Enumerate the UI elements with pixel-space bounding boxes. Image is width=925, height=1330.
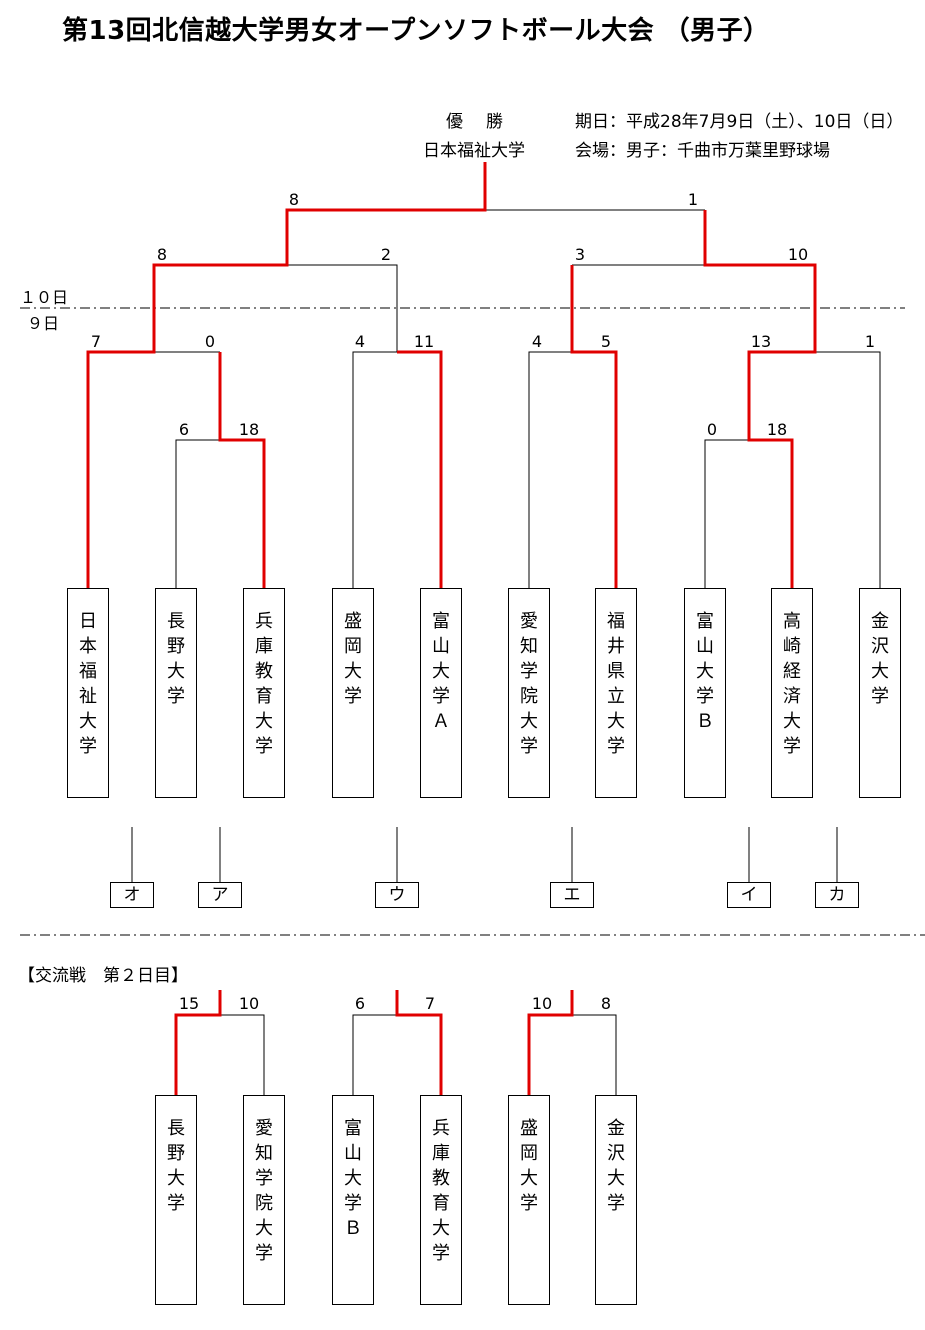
marker-box: ア — [198, 882, 242, 908]
team-name: 盛岡大学 — [344, 611, 362, 707]
team-box: 兵庫教育大学 — [243, 588, 285, 798]
event-venue: 会場：男子：千曲市万葉里野球場 — [575, 141, 830, 161]
team-name: 金沢大学 — [607, 1118, 625, 1214]
r1-g2-winner — [397, 350, 443, 588]
cons-score: 10 — [238, 994, 260, 1013]
team-name: 兵庫教育大学 — [432, 1118, 450, 1264]
team-name: 福井県立大学 — [607, 611, 625, 757]
score-r1: 7 — [90, 332, 102, 351]
marker-box: エ — [550, 882, 594, 908]
champion-team: 日本福祉大学 — [423, 141, 525, 161]
champion-label: 優 勝 — [446, 112, 506, 132]
r1-g4-right — [815, 351, 881, 588]
score-r0-left: 6 — [178, 420, 190, 439]
cons-score: 7 — [424, 994, 436, 1013]
score-r0-right: 18 — [766, 420, 788, 439]
marker-box: オ — [110, 882, 154, 908]
team-name: 愛知学院大学 — [520, 611, 538, 757]
cons-team-box: 愛知学院大学 — [243, 1095, 285, 1305]
cons-team-box: 富山大学Ｂ — [332, 1095, 374, 1305]
r0-right-left — [704, 439, 749, 588]
score-r1: 0 — [204, 332, 216, 351]
r1-g3-left — [528, 351, 572, 588]
team-box: 日本福祉大学 — [67, 588, 109, 798]
score-semi-left-b: 2 — [380, 245, 392, 264]
score-final-right: 1 — [687, 190, 699, 209]
cons-g2-winner — [395, 990, 443, 1095]
team-box: 金沢大学 — [859, 588, 901, 798]
marker-box: イ — [727, 882, 771, 908]
team-name: 盛岡大学 — [520, 1118, 538, 1214]
team-name: 日本福祉大学 — [79, 611, 97, 757]
team-name: 富山大学Ｂ — [696, 611, 714, 732]
score-r1: 5 — [600, 332, 612, 351]
day10-label: １０日 — [20, 288, 69, 307]
right-final-path — [703, 210, 817, 588]
cons-team-box: 盛岡大学 — [508, 1095, 550, 1305]
cons-score: 6 — [354, 994, 366, 1013]
team-box: 長野大学 — [155, 588, 197, 798]
r1-g2-left — [352, 351, 397, 588]
semi-left-right — [287, 264, 398, 352]
score-semi-right-a: 3 — [574, 245, 586, 264]
r0-left-left — [175, 439, 220, 588]
semi-right-winner — [570, 265, 618, 588]
team-box: 愛知学院大学 — [508, 588, 550, 798]
consolation-header: 【交流戦 第２日目】 — [18, 966, 188, 986]
score-r0-right: 0 — [706, 420, 718, 439]
team-name: 長野大学 — [167, 611, 185, 707]
champion-path — [86, 162, 487, 588]
cons-g1-winner — [174, 990, 222, 1095]
score-r0-left: 18 — [238, 420, 260, 439]
team-box: 盛岡大学 — [332, 588, 374, 798]
cons-score: 15 — [178, 994, 200, 1013]
team-name: 兵庫教育大学 — [255, 611, 273, 757]
team-name: 愛知学院大学 — [255, 1118, 273, 1264]
cons-score: 10 — [531, 994, 553, 1013]
score-final-left: 8 — [288, 190, 300, 209]
score-r1: 1 — [864, 332, 876, 351]
team-box: 富山大学Ａ — [420, 588, 462, 798]
score-semi-right-b: 10 — [787, 245, 809, 264]
team-box: 福井県立大学 — [595, 588, 637, 798]
score-r1: 4 — [531, 332, 543, 351]
team-box: 富山大学Ｂ — [684, 588, 726, 798]
event-dates: 期日：平成28年7月9日（土）、10日（日） — [575, 112, 904, 132]
score-semi-left-a: 8 — [156, 245, 168, 264]
score-r1: 4 — [354, 332, 366, 351]
cons-team-box: 長野大学 — [155, 1095, 197, 1305]
team-name: 金沢大学 — [871, 611, 889, 707]
team-name: 長野大学 — [167, 1118, 185, 1214]
r0-left-winner — [218, 352, 266, 588]
cons-score: 8 — [600, 994, 612, 1013]
marker-box: ウ — [375, 882, 419, 908]
team-name: 高崎経済大学 — [783, 611, 801, 757]
team-name: 富山大学Ａ — [432, 611, 450, 732]
cons-g3-winner — [527, 990, 574, 1095]
marker-box: カ — [815, 882, 859, 908]
score-r1: 11 — [413, 332, 435, 351]
team-box: 高崎経済大学 — [771, 588, 813, 798]
day9-label: ９日 — [27, 314, 60, 333]
page-title: 第13回北信越大学男女オープンソフトボール大会 （男子） — [62, 16, 770, 46]
cons-team-box: 兵庫教育大学 — [420, 1095, 462, 1305]
team-name: 富山大学Ｂ — [344, 1118, 362, 1239]
score-r1: 13 — [750, 332, 772, 351]
cons-team-box: 金沢大学 — [595, 1095, 637, 1305]
